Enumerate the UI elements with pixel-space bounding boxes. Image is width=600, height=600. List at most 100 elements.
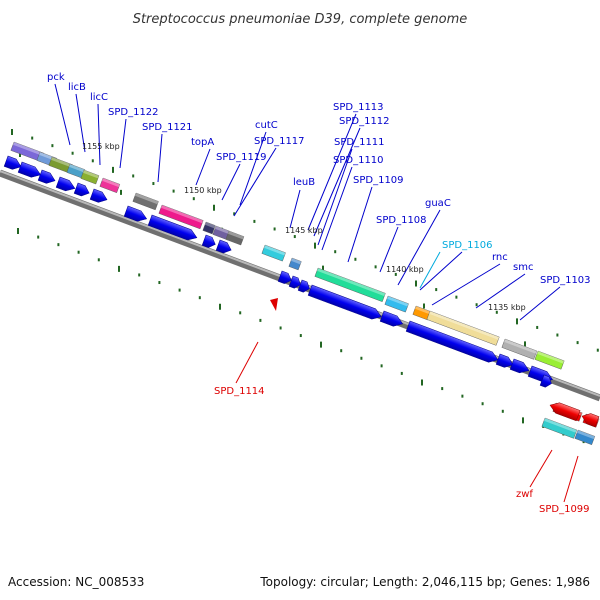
forward-cds-arrow — [495, 353, 514, 368]
forward-cds-arrow — [277, 270, 292, 284]
cds-arrow-shape — [37, 169, 56, 184]
label-leader — [239, 131, 267, 206]
cds-arrow-shape — [17, 161, 42, 178]
label-leader — [119, 118, 127, 169]
forward-cds-arrow — [539, 374, 552, 388]
gene-label-licC[interactable]: licC — [90, 92, 108, 103]
gene-label-licB[interactable]: licB — [68, 82, 86, 93]
gene-label-spd-1099[interactable]: SPD_1099 — [539, 504, 590, 515]
feature-block-shine — [214, 226, 230, 234]
feature-block-shine — [428, 311, 500, 340]
cds-arrow-shape — [509, 358, 530, 374]
kbp-markers: 1155 kbp 1150 kbp 1145 kbp 1140 kbp 1135… — [82, 142, 526, 312]
label-leader — [347, 186, 373, 263]
label-leader — [317, 148, 353, 246]
cds-arrow-shape — [89, 188, 108, 203]
forward-cds-arrow — [215, 239, 232, 254]
label-leader — [321, 166, 353, 251]
cds-arrow-shape — [73, 182, 90, 197]
feature-block — [501, 338, 538, 360]
gene-label-leuB[interactable]: leuB — [293, 177, 315, 188]
gene-label-rnc[interactable]: rnc — [492, 252, 508, 263]
forward-cds-arrow — [288, 275, 301, 289]
label-leader-reverse — [563, 455, 579, 503]
label-leader-reverse — [529, 449, 553, 488]
cds-arrow-shape — [495, 353, 514, 368]
feature-block — [384, 295, 409, 313]
feature-block-shine — [503, 339, 537, 354]
gene-label-spd-1122[interactable]: SPD_1122 — [108, 107, 159, 118]
cds-arrow-shape — [55, 176, 76, 192]
label-leader — [431, 263, 501, 306]
gene-labels-lower: SPD_1114 zwf SPD_1099 — [214, 386, 590, 515]
gene-label-spd-1103[interactable]: SPD_1103 — [540, 275, 591, 286]
label-leader — [221, 163, 241, 201]
feature-block-shine — [101, 178, 120, 188]
gene-label-spd-1117[interactable]: SPD_1117 — [254, 136, 305, 147]
map-title: Streptococcus pneumoniae D39, complete g… — [133, 12, 468, 27]
label-leader — [475, 273, 526, 309]
feature-block-fill — [99, 177, 121, 194]
feature-block — [426, 310, 500, 346]
forward-cds-arrow — [3, 155, 22, 170]
gene-label-spd-1113[interactable]: SPD_1113 — [333, 102, 384, 113]
gene-label-spd-1106[interactable]: SPD_1106 — [442, 240, 493, 251]
feature-block — [132, 192, 159, 211]
forward-cds-arrow — [89, 188, 108, 203]
gene-label-pck[interactable]: pck — [47, 72, 65, 83]
forward-cds-arrow — [307, 284, 382, 320]
gene-label-spd-1114[interactable]: SPD_1114 — [214, 386, 265, 397]
feature-block — [80, 169, 100, 185]
gene-label-spd-1121[interactable]: SPD_1121 — [142, 122, 193, 133]
feature-block — [202, 221, 216, 235]
label-leader — [307, 113, 357, 231]
cds-arrow-shape — [215, 239, 232, 254]
cds-arrow-shape — [405, 320, 499, 363]
feature-block-shine — [290, 258, 302, 265]
gene-label-zwf[interactable]: zwf — [516, 489, 533, 500]
reverse-cds-arrow — [549, 402, 581, 422]
gene-label-cutC[interactable]: cutC — [255, 120, 278, 131]
label-leader-reverse — [235, 341, 259, 384]
kbp-marker-1135: 1135 kbp — [488, 303, 526, 312]
feature-block — [10, 141, 45, 162]
gene-label-spd-1110[interactable]: SPD_1110 — [333, 155, 384, 166]
gene-label-spd-1119[interactable]: SPD_1119 — [216, 152, 267, 163]
cds-arrow-shape — [307, 284, 382, 320]
feature-block-fill — [541, 417, 578, 439]
gene-label-spd-1108[interactable]: SPD_1108 — [376, 215, 427, 226]
kbp-marker-1150: 1150 kbp — [184, 186, 222, 195]
gene-label-topA[interactable]: topA — [191, 137, 214, 148]
gene-label-spd-1109[interactable]: SPD_1109 — [353, 175, 404, 186]
forward-cds-arrow — [147, 214, 198, 241]
feature-block-shine — [263, 245, 286, 256]
gene-label-smc[interactable]: smc — [513, 262, 533, 273]
red-marker-icon — [270, 298, 278, 311]
feature-block-shine — [227, 231, 244, 240]
feature-block-shine — [576, 430, 595, 440]
feature-block-fill — [314, 267, 386, 302]
label-leader — [75, 93, 86, 153]
label-leader — [233, 147, 277, 217]
kbp-marker-1155: 1155 kbp — [82, 142, 120, 151]
gene-label-guaC[interactable]: guaC — [425, 198, 451, 209]
feature-block-fill — [202, 221, 216, 235]
feature-block-fill — [225, 230, 245, 246]
label-leader — [397, 209, 441, 286]
feature-block-fill — [80, 169, 100, 185]
gene-label-spd-1112[interactable]: SPD_1112 — [339, 116, 390, 127]
feature-block-shine — [82, 170, 99, 179]
feature-block-fill — [288, 257, 302, 271]
cds-arrow-shape — [147, 214, 198, 241]
forward-cds-arrow — [73, 182, 90, 197]
cds-arrow-shape — [581, 413, 600, 428]
feature-block — [541, 417, 578, 439]
gene-label-spd-1111[interactable]: SPD_1111 — [334, 137, 385, 148]
label-leader — [519, 286, 561, 321]
genome-stats-text: Topology: circular; Length: 2,046,115 bp… — [259, 575, 590, 589]
label-leaders — [54, 83, 579, 503]
feature-block-shine — [316, 268, 386, 297]
feature-block-shine — [414, 306, 431, 315]
label-leader — [195, 148, 211, 186]
